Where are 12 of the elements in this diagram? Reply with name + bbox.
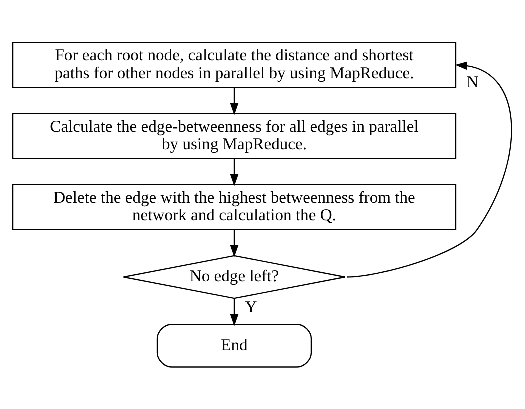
arrow (346, 61, 512, 278)
arrow (230, 229, 239, 257)
edge-label: N (466, 72, 479, 91)
node-box: Delete the edge with the highest betweenness from the network and calculation the Q. (12, 184, 457, 230)
arrow (230, 87, 239, 115)
node-box: For each root node, calculate the distance and shortest paths for other nodes in parallel by using MapReduce. (12, 42, 457, 88)
node-box: End (156, 324, 312, 368)
node-box: Calculate the edge-betweenness for all edges in parallel by using MapReduce. (12, 112, 457, 159)
node-diamond: No edge left? (123, 254, 346, 299)
arrow (230, 298, 239, 326)
edge-label: Y (245, 296, 258, 316)
arrow (230, 158, 239, 186)
